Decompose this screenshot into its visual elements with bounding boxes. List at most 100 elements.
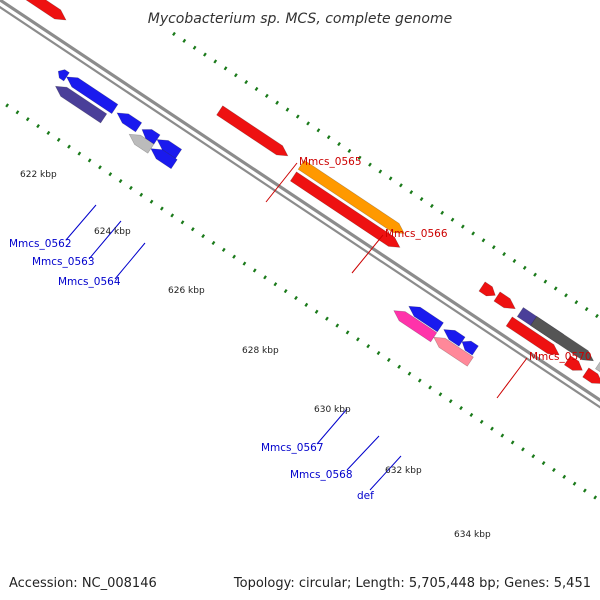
tick-label: 626 kbp <box>168 286 205 296</box>
tick-dot <box>502 252 506 257</box>
tick-dot <box>295 114 300 119</box>
tick-dot <box>593 495 598 500</box>
tick-dot <box>316 128 321 133</box>
tick-dot <box>428 385 432 390</box>
leader-line <box>369 455 402 491</box>
tick-dot <box>242 261 247 266</box>
tick-dot <box>77 151 82 156</box>
tick-dot <box>149 199 154 204</box>
tick-dot <box>479 419 484 424</box>
tick-dot <box>326 135 331 140</box>
leader-line <box>351 234 384 274</box>
tick-dot <box>5 103 10 108</box>
tick-dot <box>450 217 455 222</box>
tick-dot <box>460 224 465 229</box>
genome-stats-text: Topology: circular; Length: 5,705,448 bp… <box>233 576 591 591</box>
tick-label: 634 kbp <box>454 530 491 540</box>
leader-line <box>346 435 380 471</box>
tick-dot <box>213 59 218 64</box>
tick-dot <box>275 100 280 105</box>
tick-dot <box>448 399 453 404</box>
tick-dot <box>368 162 372 167</box>
tick-dot <box>459 405 463 411</box>
tick-dot <box>67 144 71 149</box>
tick-dot <box>306 121 310 126</box>
tick-dot <box>118 178 123 184</box>
gene-arrow <box>505 316 560 356</box>
leader-line <box>265 162 298 203</box>
tick-dot <box>584 307 589 312</box>
tick-dot <box>170 213 175 218</box>
gene-label: Mmcs_0570 <box>529 351 592 363</box>
gene-label: Mmcs_0565 <box>299 156 362 168</box>
tick-dot <box>481 238 486 243</box>
tick-dot <box>574 300 579 305</box>
gene-arrow <box>393 310 438 343</box>
gene-arrow <box>595 361 600 373</box>
gene-arrow <box>66 76 119 114</box>
tick-dot <box>531 454 536 459</box>
tick-dot <box>172 31 176 37</box>
leader-line <box>496 357 528 399</box>
tick-dot <box>325 316 329 321</box>
tick-dot <box>417 378 422 383</box>
gene-arrow <box>493 291 516 310</box>
tick-dot <box>438 392 443 397</box>
tick-dot <box>376 350 381 356</box>
tick-dot <box>388 176 393 181</box>
gene-arrow <box>216 105 289 157</box>
tick-dot <box>192 45 197 50</box>
tick-dot <box>139 192 144 197</box>
tick-dot <box>180 220 185 225</box>
tick-dot <box>543 279 548 284</box>
tick-dot <box>552 467 556 473</box>
tick-dot <box>409 190 414 195</box>
gene-arrow <box>57 69 70 82</box>
backbone-line <box>0 5 600 409</box>
leader-line <box>65 204 97 241</box>
tick-dot <box>56 137 61 142</box>
tick-dot <box>244 80 249 85</box>
tick-dot <box>541 461 546 466</box>
gene-arrow <box>408 305 444 333</box>
leader-line <box>88 220 122 260</box>
tick-dot <box>407 371 412 376</box>
gene-label: Mmcs_0567 <box>261 442 324 454</box>
tick-dot <box>440 210 445 215</box>
gene-arrow <box>443 329 466 347</box>
tick-label: 624 kbp <box>94 227 131 237</box>
tick-dot <box>190 227 195 232</box>
gene-arrow <box>25 0 67 21</box>
tick-dot <box>378 169 383 174</box>
gene-arrow <box>54 85 108 124</box>
tick-dot <box>347 148 352 153</box>
tick-label: 630 kbp <box>314 405 351 415</box>
tick-dot <box>564 293 568 298</box>
gene-arrow <box>289 171 401 248</box>
leader-line <box>114 242 146 280</box>
tick-dot <box>490 426 494 431</box>
tick-dot <box>98 165 102 170</box>
gene-label: Mmcs_0568 <box>290 469 353 481</box>
tick-dot <box>430 203 434 208</box>
tick-dot <box>397 364 402 369</box>
tick-dot <box>254 86 259 92</box>
tick-dot <box>304 302 309 307</box>
tick-dot <box>211 240 216 246</box>
tick-dot <box>399 183 403 188</box>
tick-dot <box>129 185 133 191</box>
tick-dot <box>201 234 206 239</box>
tick-dot <box>471 231 476 236</box>
tick-dot <box>510 440 515 445</box>
gene-label: Mmcs_0562 <box>9 238 72 250</box>
tick-dot <box>232 254 236 259</box>
tick-dot <box>233 73 238 78</box>
tick-dots <box>5 31 599 500</box>
tick-dot <box>15 110 20 115</box>
tick-label: 628 kbp <box>242 346 279 356</box>
tick-dot <box>252 268 257 273</box>
tick-dot <box>357 155 362 160</box>
tick-dot <box>522 265 527 270</box>
